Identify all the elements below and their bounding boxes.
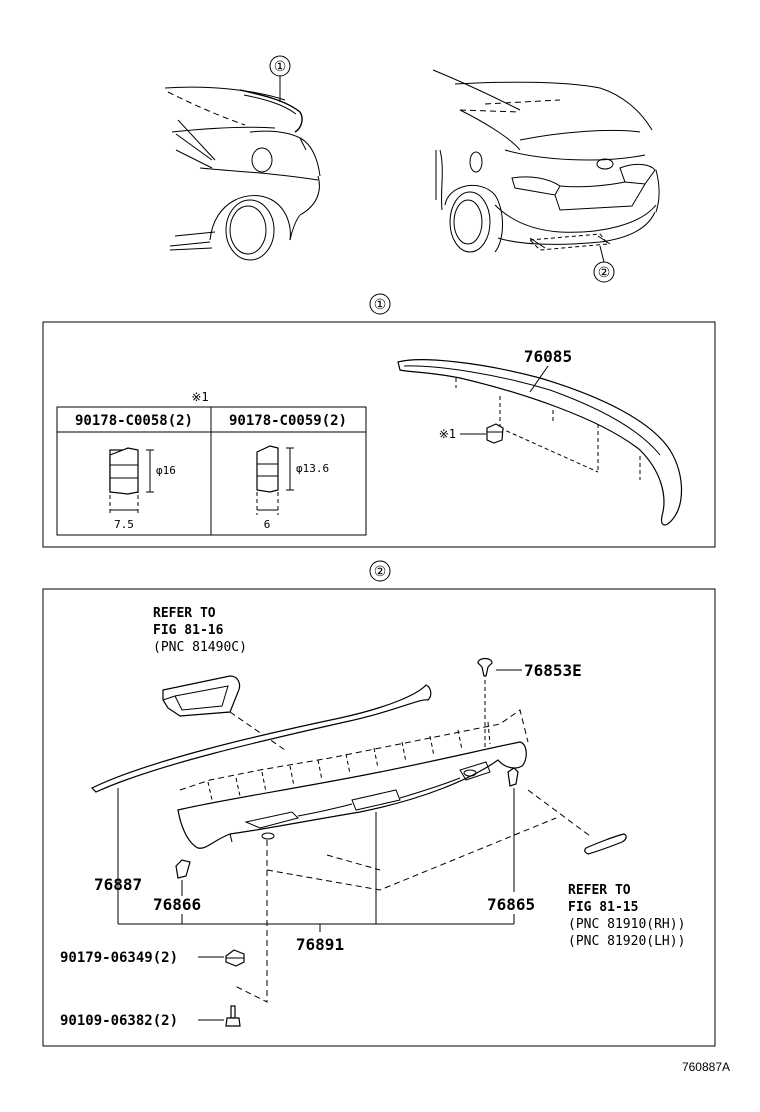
bracket-76891 <box>118 812 515 932</box>
label-nut-90179-06349: 90179-06349(2) <box>60 950 178 966</box>
nut2-diameter: φ13.6 <box>296 462 329 475</box>
label-76887: 76887 <box>94 875 142 894</box>
table-note: ※1 <box>191 390 208 404</box>
clip-76866-icon <box>175 859 191 879</box>
refer-fig-81-15: REFER TO FIG 81-15 (PNC 81910(RH)) (PNC … <box>568 883 685 949</box>
section-2-callout: ② <box>374 563 387 579</box>
section-1-title: ① <box>369 293 391 315</box>
bumper-dash-inner <box>326 854 381 871</box>
callout-2-marker-top: ② <box>593 245 615 283</box>
nut-col2-header: 90178-C0059(2) <box>229 413 347 429</box>
bolt-90109-06382-icon <box>225 1005 241 1027</box>
reflector-dash-line <box>527 789 591 837</box>
car-right-illustration <box>432 69 660 253</box>
label-bolt-90109-06382: 90109-06382(2) <box>60 1013 178 1029</box>
nut2-width: 6 <box>264 518 271 531</box>
section-1-callout: ① <box>374 296 387 312</box>
leader-76085 <box>529 365 549 393</box>
label-76085: 76085 <box>524 347 572 366</box>
refer-right-line3: (PNC 81910(RH)) <box>568 917 685 932</box>
nut-spec-table: ※1 90178-C0058(2) 90178-C0059(2) φ16 7.5 <box>56 390 367 536</box>
label-76866: 76866 <box>153 895 201 914</box>
nut-90178-C0058-icon <box>109 447 154 515</box>
nut-col1-header: 90178-C0058(2) <box>75 413 193 429</box>
reflector-icon <box>584 833 627 855</box>
label-76865: 76865 <box>487 895 535 914</box>
figure-code: 760887A <box>682 1060 730 1074</box>
fastener-dash-left <box>234 840 268 1003</box>
refer-top-line1: REFER TO <box>153 606 216 621</box>
license-lamp-icon <box>162 675 241 717</box>
clip-76853E-icon <box>477 657 493 677</box>
rear-spoiler-76085 <box>397 359 683 526</box>
nut-90179-06349-icon <box>225 949 245 967</box>
callout-1-label: ① <box>274 58 287 74</box>
refer-fig-81-16: REFER TO FIG 81-16 (PNC 81490C) <box>153 606 247 655</box>
clip-76865-icon <box>507 767 519 787</box>
bumper-lower-76891 <box>177 709 529 849</box>
lamp-dash-line <box>229 711 286 751</box>
nut1-width: 7.5 <box>114 518 134 531</box>
refer-right-line4: (PNC 81920(LH)) <box>568 934 685 949</box>
note-ref-label: ※1 <box>439 427 456 441</box>
refer-top-line3: (PNC 81490C) <box>153 640 247 655</box>
section-2-title: ② <box>369 560 391 582</box>
refer-top-line2: FIG 81-16 <box>153 623 224 638</box>
nut-90178-C0059-icon <box>256 445 294 515</box>
callout-2-label: ② <box>598 264 611 280</box>
label-76853E: 76853E <box>524 661 582 680</box>
section-1-frame <box>42 321 716 548</box>
label-76891: 76891 <box>296 935 344 954</box>
refer-right-line2: FIG 81-15 <box>568 900 638 915</box>
callout-1-marker-top: ① <box>269 55 291 102</box>
section-2-frame <box>42 588 716 1047</box>
spoiler-nut-icon <box>486 423 504 444</box>
refer-right-line1: REFER TO <box>568 883 631 898</box>
car-left-illustration <box>164 86 321 261</box>
nut1-diameter: φ16 <box>156 464 176 477</box>
bumper-dash-box <box>266 817 557 891</box>
molding-strip-76887 <box>90 684 432 793</box>
